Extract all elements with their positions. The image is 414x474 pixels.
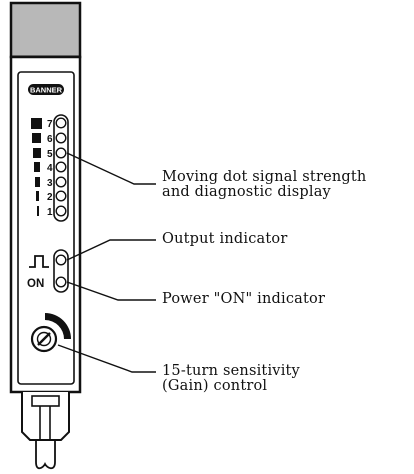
bar-2 bbox=[36, 191, 39, 201]
led-1 bbox=[55, 205, 67, 217]
callout-gain-control-line2: (Gain) control bbox=[162, 378, 268, 394]
scale-label-4: 4 bbox=[47, 163, 53, 174]
callout-signal-display: Moving dot signal strength and diagnosti… bbox=[162, 170, 366, 200]
callout-power-indicator-line1: Power "ON" indicator bbox=[162, 291, 326, 307]
bar-5 bbox=[33, 148, 41, 158]
screw-slot-icon bbox=[37, 332, 51, 346]
scale-label-1: 1 bbox=[47, 207, 53, 218]
scale-label-7: 7 bbox=[47, 119, 53, 130]
callout-signal-display-line1: Moving dot signal strength bbox=[162, 169, 367, 185]
indicator-group: ON bbox=[27, 249, 69, 293]
leader-lines bbox=[57, 152, 156, 373]
scale-label-3: 3 bbox=[47, 178, 53, 189]
led-2 bbox=[55, 190, 67, 202]
led-7 bbox=[55, 117, 67, 129]
scale-label-2: 2 bbox=[47, 192, 53, 203]
housing-top-cap bbox=[9, 1, 82, 59]
gain-control-knob bbox=[30, 313, 71, 353]
led-3 bbox=[55, 176, 67, 188]
bar-4 bbox=[34, 162, 40, 172]
led-5 bbox=[55, 147, 67, 159]
led-6 bbox=[55, 132, 67, 144]
power-led bbox=[55, 276, 67, 288]
scale-label-6: 6 bbox=[47, 134, 53, 145]
logo-text: BANNER bbox=[30, 86, 63, 95]
bar-6 bbox=[32, 133, 41, 143]
leader-gain-control bbox=[57, 344, 156, 373]
bar-7 bbox=[31, 118, 42, 129]
bar-1 bbox=[37, 206, 39, 216]
leader-power-indicator bbox=[66, 281, 156, 301]
cable-assembly bbox=[21, 392, 70, 470]
callout-output-indicator-line1: Output indicator bbox=[162, 231, 288, 247]
cable-break-icon bbox=[35, 461, 56, 470]
square-pulse-icon bbox=[29, 255, 49, 268]
on-label: ON bbox=[27, 278, 44, 290]
leader-signal-display bbox=[66, 152, 156, 185]
callout-signal-display-line2: and diagnostic display bbox=[162, 184, 331, 200]
callout-output-indicator: Output indicator bbox=[162, 232, 287, 247]
callout-gain-control: 15-turn sensitivity (Gain) control bbox=[162, 364, 300, 394]
signal-strength-scale: 7 6 5 4 3 2 1 bbox=[31, 114, 69, 222]
output-led bbox=[55, 254, 67, 266]
scale-label-5: 5 bbox=[47, 149, 53, 160]
gain-arc-icon bbox=[45, 313, 71, 339]
led-4 bbox=[55, 161, 67, 173]
brand-logo: BANNER bbox=[28, 84, 64, 95]
leader-output-indicator bbox=[66, 239, 156, 261]
bar-3 bbox=[35, 177, 40, 187]
callout-power-indicator: Power "ON" indicator bbox=[162, 292, 325, 307]
callout-gain-control-line1: 15-turn sensitivity bbox=[162, 363, 300, 379]
